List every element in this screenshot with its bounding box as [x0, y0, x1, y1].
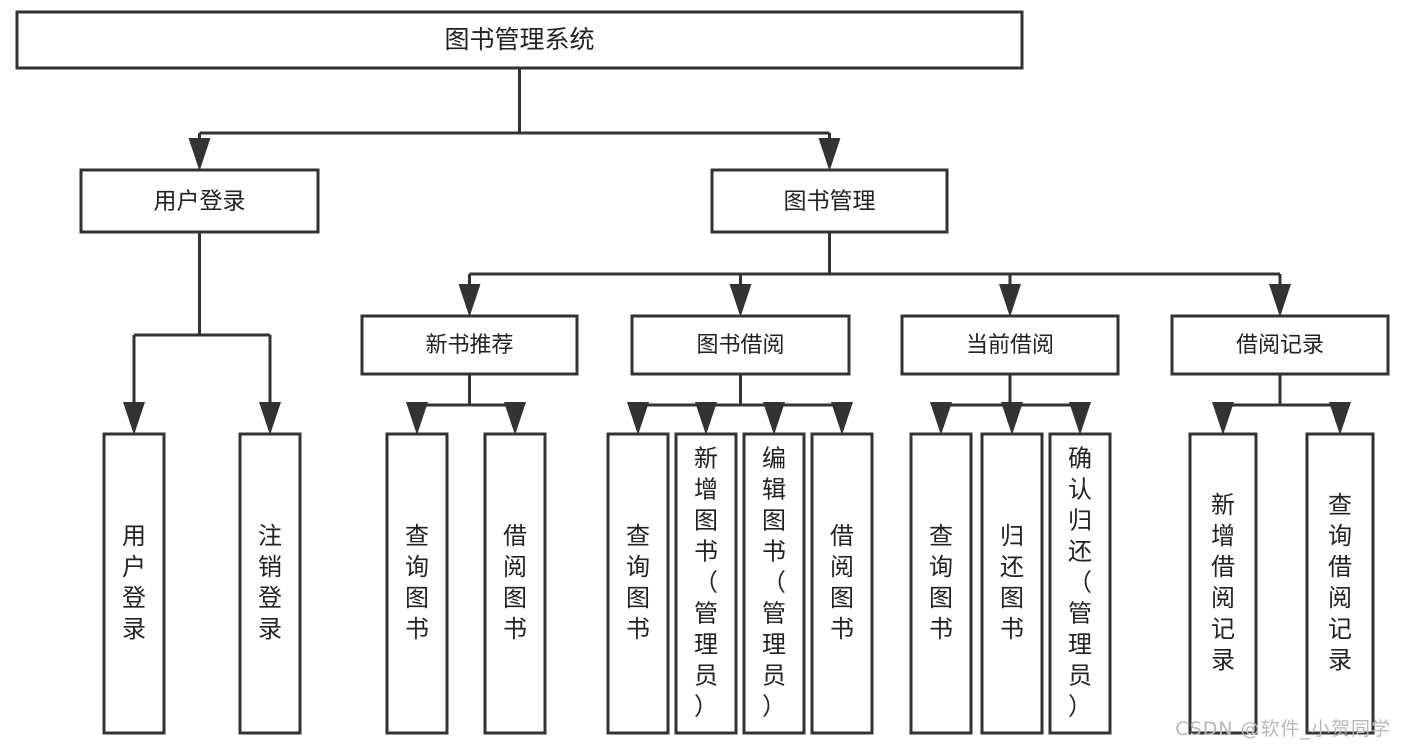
node-box[interactable] [79, 168, 320, 234]
currentborrow-to-leaves-arrow-1 [1001, 402, 1023, 435]
node-label: 用户登录 [154, 189, 246, 215]
node-label: 注销登录 [258, 522, 282, 643]
node-box[interactable] [630, 314, 851, 376]
bookmgmt-to-level2-arrow-0 [458, 284, 481, 317]
currentborrow-to-leaves-arrow-2 [1069, 402, 1091, 435]
node-box[interactable] [102, 432, 166, 735]
node-box[interactable] [1170, 314, 1390, 376]
user-login-leaf-1[interactable]: 注销登录 [238, 432, 302, 735]
new-book-rec-leaf-1[interactable]: 借阅图书 [483, 432, 547, 735]
node-label: 归还图书 [1000, 522, 1024, 643]
node-label: 当前借阅 [966, 333, 1054, 358]
node-layer: 图书管理系统用户登录图书管理新书推荐图书借阅当前借阅借阅记录用户登录注销登录查询… [15, 10, 1390, 735]
node-box[interactable] [674, 432, 738, 735]
level2-node-1[interactable]: 图书借阅 [630, 314, 851, 376]
node-box[interactable] [360, 314, 579, 376]
book-borrow-leaf-0[interactable]: 查询图书 [606, 432, 670, 735]
borrowrecord-to-leaves-arrow-0 [1212, 402, 1234, 435]
bookborrow-to-leaves-arrow-0 [627, 402, 649, 435]
node-label: 新增图书（管理员） [694, 445, 718, 721]
book-borrow-leaf-2[interactable]: 编辑图书（管理员） [742, 432, 806, 735]
node-label: 确认归还（管理员） [1068, 445, 1092, 721]
connector-layer [123, 68, 1351, 435]
level1-node-0[interactable]: 用户登录 [79, 168, 320, 234]
currentborrow-to-leaves-arrow-0 [930, 402, 952, 435]
node-box[interactable] [483, 432, 547, 735]
newbook-to-leaves-arrow-0 [406, 402, 428, 435]
node-label: 借阅记录 [1236, 333, 1324, 358]
borrow-record-leaf-0[interactable]: 新增借阅记录 [1188, 432, 1258, 735]
bookmgmt-to-level2-arrow-3 [1269, 284, 1291, 317]
node-label: 新书推荐 [425, 333, 513, 358]
user-login-leaf-0[interactable]: 用户登录 [102, 432, 166, 735]
level1-node-1[interactable]: 图书管理 [710, 168, 949, 234]
node-box[interactable] [710, 168, 949, 234]
root-node[interactable]: 图书管理系统 [15, 10, 1024, 70]
userlogin-to-leaves-arrow-0 [123, 402, 145, 435]
node-box[interactable] [980, 432, 1044, 735]
bookmgmt-to-level2-arrow-2 [999, 284, 1021, 317]
node-box[interactable] [606, 432, 670, 735]
new-book-rec-leaf-0[interactable]: 查询图书 [385, 432, 449, 735]
root-to-level1-arrow-1 [818, 138, 841, 171]
borrow-record-leaf-1[interactable]: 查询借阅记录 [1305, 432, 1375, 735]
node-label: 图书管理 [784, 189, 876, 215]
level2-node-2[interactable]: 当前借阅 [900, 314, 1120, 376]
userlogin-to-leaves-arrow-1 [259, 402, 281, 435]
node-label: 查询借阅记录 [1328, 491, 1352, 674]
current-borrow-leaf-1[interactable]: 归还图书 [980, 432, 1044, 735]
bookborrow-to-leaves-arrow-2 [763, 402, 785, 435]
node-box[interactable] [1048, 432, 1112, 735]
bookmgmt-to-level2-arrow-1 [729, 284, 752, 317]
borrowrecord-to-leaves-arrow-1 [1329, 402, 1351, 435]
node-label: 图书管理系统 [444, 25, 594, 54]
book-borrow-leaf-1[interactable]: 新增图书（管理员） [674, 432, 738, 735]
current-borrow-leaf-2[interactable]: 确认归还（管理员） [1048, 432, 1112, 735]
node-label: 查询图书 [405, 522, 429, 643]
node-box[interactable] [1305, 432, 1375, 735]
newbook-to-leaves-arrow-1 [504, 402, 526, 435]
node-box[interactable] [15, 10, 1024, 70]
node-box[interactable] [385, 432, 449, 735]
current-borrow-leaf-0[interactable]: 查询图书 [909, 432, 973, 735]
root-to-level1-arrow-0 [188, 138, 211, 171]
level2-node-3[interactable]: 借阅记录 [1170, 314, 1390, 376]
node-label: 图书借阅 [696, 333, 784, 358]
node-box[interactable] [1188, 432, 1258, 735]
node-box[interactable] [909, 432, 973, 735]
node-box[interactable] [742, 432, 806, 735]
node-label: 编辑图书（管理员） [762, 445, 786, 721]
node-label: 查询图书 [929, 522, 953, 643]
level2-node-0[interactable]: 新书推荐 [360, 314, 579, 376]
node-box[interactable] [238, 432, 302, 735]
node-label: 用户登录 [122, 522, 146, 643]
node-label: 借阅图书 [830, 522, 854, 643]
node-label: 新增借阅记录 [1211, 491, 1235, 674]
node-label: 借阅图书 [503, 522, 527, 643]
bookborrow-to-leaves-arrow-1 [695, 402, 717, 435]
node-box[interactable] [900, 314, 1120, 376]
node-label: 查询图书 [626, 522, 650, 643]
book-borrow-leaf-3[interactable]: 借阅图书 [810, 432, 874, 735]
node-box[interactable] [810, 432, 874, 735]
bookborrow-to-leaves-arrow-3 [831, 402, 853, 435]
